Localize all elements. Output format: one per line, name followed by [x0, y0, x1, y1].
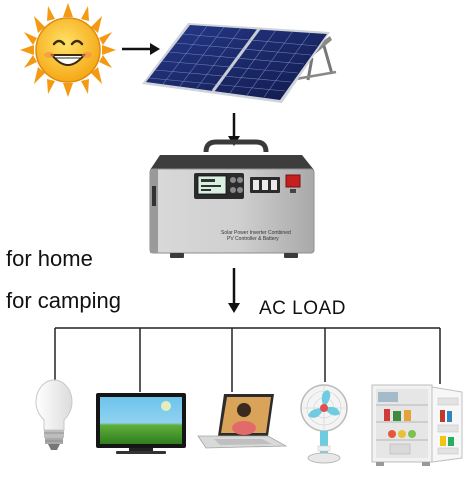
power-station-icon: Solar Power Inverter Combined PV Control…	[149, 139, 315, 258]
label-for-camping: for camping	[6, 288, 121, 313]
electric-fan-icon	[300, 384, 348, 464]
label-ac-load: AC LOAD	[259, 298, 346, 319]
sun-icon	[20, 3, 116, 97]
distribution-bus	[54, 327, 441, 392]
solar-panel-icon	[142, 23, 337, 103]
label-for-home: for home	[6, 246, 93, 271]
device-caption-line1: Solar Power Inverter Combined	[221, 230, 291, 236]
laptop-icon	[197, 394, 288, 449]
television-icon	[96, 393, 186, 454]
light-bulb-icon	[35, 379, 73, 450]
arrow-device-to-load	[228, 268, 240, 313]
arrow-sun-to-panel	[122, 43, 160, 55]
device-caption-line2: PV Controller & Battery	[227, 236, 279, 242]
refrigerator-icon	[371, 384, 463, 466]
